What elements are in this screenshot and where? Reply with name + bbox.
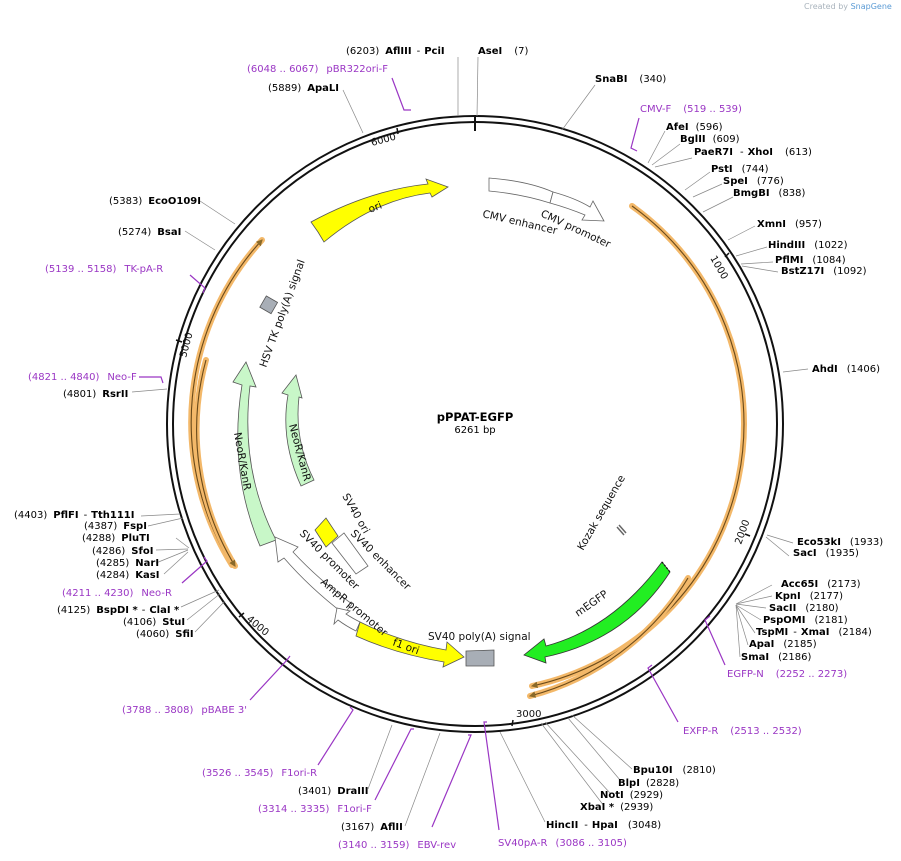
site-apali: (5889)ApaLI <box>268 83 339 94</box>
site-hindiii: HindIII(1022) <box>768 240 848 251</box>
site-sacii: SacII(2180) <box>769 603 839 614</box>
label-hsv-tk-polya: HSV TK poly(A) signal <box>258 258 308 369</box>
kozak-marker <box>616 524 627 536</box>
primer-exfp-r: EXFP-R(2513 .. 2532) <box>683 726 802 737</box>
primer-pbr322ori-f: (6048 .. 6067)pBR322ori-F <box>247 64 388 75</box>
sv40-promoter-feature <box>274 536 353 615</box>
site-rsrii: (4801)RsrII <box>63 389 128 400</box>
primer-neo-r: (4211 .. 4230)Neo-R <box>62 588 172 599</box>
site-spei: SpeI(776) <box>723 176 784 187</box>
tick-label-3000: 3000 <box>516 709 541 720</box>
site-bmgbi: BmgBI(838) <box>733 188 806 199</box>
hsv-tk-polya-feature <box>259 295 279 315</box>
primer-egfp-n: EGFP-N(2252 .. 2273) <box>727 669 847 680</box>
site-bsai: (5274)BsaI <box>118 227 181 238</box>
site-fspi: (4387)FspI <box>84 521 147 532</box>
site-bspdi-clai: (4125)BspDI *-ClaI * <box>57 605 180 616</box>
neor-feature-1 <box>232 361 277 547</box>
sv40-ori-feature <box>314 517 339 548</box>
site-afei: AfeI(596) <box>666 122 723 133</box>
f1-ori-feature <box>355 621 465 668</box>
site-kpni: KpnI(2177) <box>775 591 843 602</box>
site-eco53ki: Eco53kI(1933) <box>797 537 883 548</box>
sv40-polya-feature <box>465 649 495 667</box>
site-apai: ApaI(2185) <box>749 639 817 650</box>
site-pluti: (4288)PluTI <box>82 533 150 544</box>
site-bstz17i: BstZ17I(1092) <box>781 266 867 277</box>
plasmid-name: pPPAT-EGFP <box>437 410 514 424</box>
site-ahdi: AhdI(1406) <box>812 364 880 375</box>
site-psti: PstI(744) <box>711 164 769 175</box>
primer-ebv-rev: (3140 .. 3159)EBV-rev <box>338 840 456 851</box>
site-pflfi-tth111i: (4403)PflFI-Tth111I <box>14 510 135 521</box>
site-stui: (4106)StuI <box>123 617 185 628</box>
site-acc65i: Acc65I(2173) <box>781 579 861 590</box>
tick-label-2000: 2000 <box>733 518 752 546</box>
label-kozak: Kozak sequence <box>575 473 628 552</box>
site-pspomi: PspOMI(2181) <box>763 615 848 626</box>
sv40-enhancer-feature <box>331 532 369 575</box>
site-sfii: (4060)SfiI <box>136 629 194 640</box>
primer-tk-pa-r: (5139 .. 5158)TK-pA-R <box>45 264 163 275</box>
site-xbai: XbaI *(2939) <box>580 802 653 813</box>
primer-cmv-f: CMV-F(519 .. 539) <box>640 104 742 115</box>
site-snabi: SnaBI(340) <box>595 74 666 85</box>
snapgene-logo: SnapGene <box>850 2 892 11</box>
site-draiii: (3401)DraIII <box>298 786 368 797</box>
site-pflmi: PflMI(1084) <box>775 255 846 266</box>
orf-arcs <box>188 203 747 699</box>
primer-pbabe3: (3788 .. 3808)pBABE 3' <box>122 705 247 716</box>
site-blpi: BlpI(2828) <box>618 778 679 789</box>
site-xmni: XmnI(957) <box>757 219 822 230</box>
site-bpu10i: Bpu10I(2810) <box>633 765 716 776</box>
site-noti: NotI(2929) <box>600 790 663 801</box>
cmv-promoter-feature <box>549 191 605 222</box>
site-asei: AseI(7) <box>478 46 528 57</box>
site-kasi: (4284)KasI <box>96 570 159 581</box>
label-sv40-polya: SV40 poly(A) signal <box>428 631 531 643</box>
site-bglii: BglII(609) <box>680 134 740 145</box>
site-nari: (4285)NarI <box>96 558 159 569</box>
site-ecoo109i: (5383)EcoO109I <box>109 196 201 207</box>
tick-label-6000: 6000 <box>370 132 397 149</box>
snapgene-watermark: Created by SnapGene <box>804 2 892 11</box>
neor-feature-2 <box>281 374 315 487</box>
primer-f1ori-f: (3314 .. 3335)F1ori-F <box>258 804 372 815</box>
label-megfp: mEGFP <box>573 588 610 619</box>
ampr-promoter-feature <box>333 607 361 632</box>
site-smai: SmaI(2186) <box>741 652 811 663</box>
primer-f1ori-r: (3526 .. 3545)F1ori-R <box>202 768 317 779</box>
label-ori: ori <box>367 200 384 216</box>
ori-feature <box>310 178 449 243</box>
tick-label-4000: 4000 <box>244 614 271 639</box>
backbone-ticks <box>175 116 751 727</box>
egfp-feature <box>523 561 671 664</box>
site-sfoi: (4286)SfoI <box>92 546 153 557</box>
site-afliii-pcii: (6203)AflIII-PciI <box>346 46 445 57</box>
site-tspmi-xmai: TspMI-XmaI(2184) <box>756 627 872 638</box>
site-saci: SacI(1935) <box>793 548 859 559</box>
site-paer7i-xhoi: PaeR7I-XhoI(613) <box>694 147 812 158</box>
primer-neo-f: (4821 .. 4840)Neo-F <box>28 372 137 383</box>
site-hincii-hpai: HincII-HpaI(3048) <box>546 820 661 831</box>
primer-sv40pa-r: SV40pA-R(3086 .. 3105) <box>498 838 627 849</box>
site-leader-lines <box>131 56 809 827</box>
site-aflii: (3167)AflII <box>341 822 403 833</box>
primer-markers <box>139 77 726 831</box>
cmv-enhancer-feature <box>488 177 554 204</box>
plasmid-size: 6261 bp <box>454 425 495 436</box>
